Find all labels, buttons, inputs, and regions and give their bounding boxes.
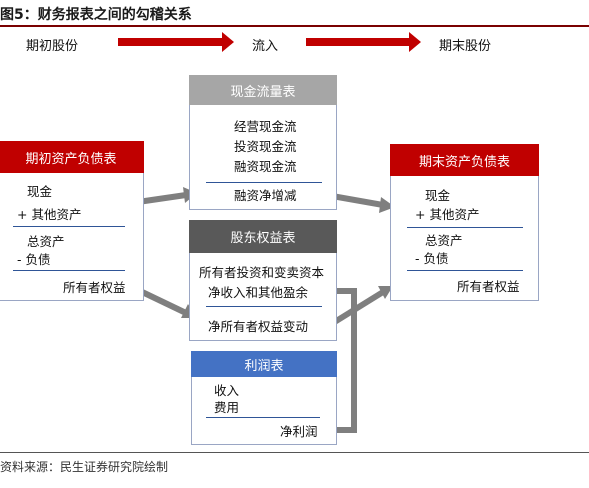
cashflow-total: 融资净增减 [234,188,297,203]
equity-box: 股东权益表 所有者投资和变卖资本 净收入和其他盈余 净所有者权益变动 [189,220,337,341]
opening-cash: 现金 [27,184,53,199]
cashflow-item: 经营现金流 [234,119,297,134]
cashflow-divider [206,182,322,183]
closing-other-assets: + 其他资产 [415,207,480,222]
source-note: 资料来源：民生证券研究院绘制 [0,460,169,474]
opening-other-assets: + 其他资产 [17,207,82,222]
equity-total: 净所有者权益变动 [208,319,309,334]
flow-arrow-left [118,32,234,52]
flow-end-label: 期末股份 [439,39,492,54]
equity-divider [206,306,322,307]
income-statement-box: 利润表 收入 费用 净利润 [191,351,337,445]
opening-divider-1 [13,226,125,227]
income-item: 费用 [214,400,240,415]
income-item: 收入 [214,383,240,398]
income-statement-header: 利润表 [191,351,337,377]
closing-balance-sheet-box: 期末资产负债表 现金 + 其他资产 总资产 - 负债 所有者权益 [390,144,539,301]
opening-liabilities: - 负债 [17,252,51,267]
closing-total-assets: 总资产 [425,233,463,248]
cashflow-header: 现金流量表 [189,75,337,105]
equity-header: 股东权益表 [189,220,337,253]
closing-balance-sheet-header: 期末资产负债表 [390,144,539,176]
footer-rule [0,452,589,453]
cashflow-item: 融资现金流 [234,159,297,174]
closing-divider-1 [407,227,523,228]
opening-balance-sheet-header: 期初资产负债表 [0,141,144,173]
connector-opening-to-equity [136,287,188,316]
flow-arrow-right [306,32,421,52]
closing-cash: 现金 [425,188,451,203]
opening-balance-sheet-box: 期初资产负债表 现金 + 其他资产 总资产 - 负债 所有者权益 [0,141,144,301]
opening-equity: 所有者权益 [63,280,126,295]
closing-liabilities: - 负债 [415,251,449,266]
arrowhead-to-closing-bottom [378,286,393,299]
arrowhead-to-closing-top [379,197,395,213]
connector-netincome-to-equity [330,288,357,433]
connector-cashflow-to-closing [331,193,384,208]
closing-divider-2 [407,270,523,271]
equity-item: 所有者投资和变卖资本 [199,265,325,280]
opening-divider-2 [13,270,125,271]
opening-total-assets: 总资产 [27,234,65,249]
title-rule [0,25,589,27]
cashflow-box: 现金流量表 经营现金流 投资现金流 融资现金流 融资净增减 [189,75,337,210]
income-total: 净利润 [280,424,318,439]
equity-item: 净收入和其他盈余 [208,285,309,300]
flow-start-label: 期初股份 [26,39,79,54]
cashflow-item: 投资现金流 [234,139,297,154]
income-divider [206,417,320,418]
figure-title: 图5：财务报表之间的勾稽关系 [0,7,192,23]
closing-equity: 所有者权益 [457,279,520,294]
flow-middle-label: 流入 [252,39,279,54]
connector-equity-to-closing [331,289,385,326]
